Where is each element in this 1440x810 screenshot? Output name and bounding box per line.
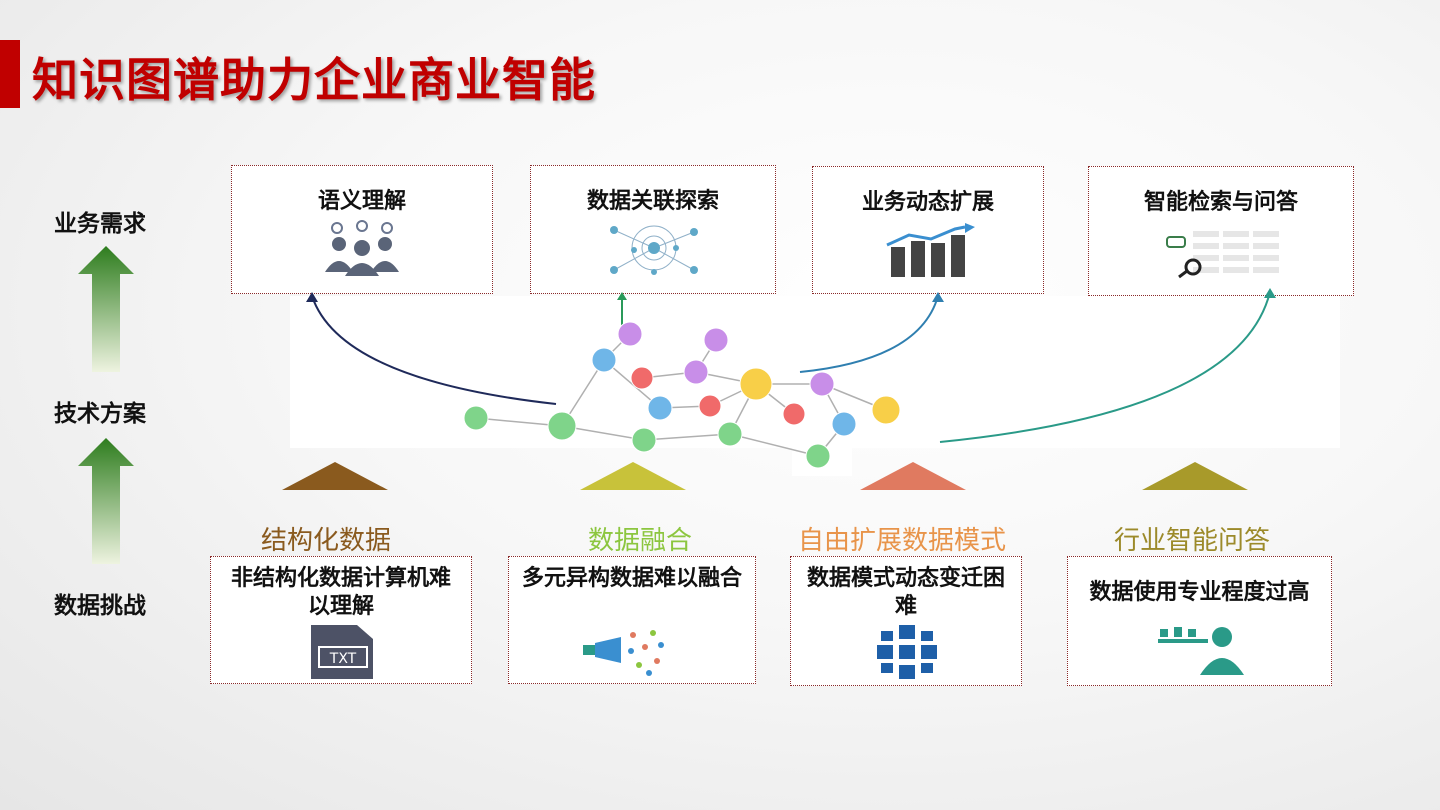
challenge-box-unstructured: 非结构化数据计算机难以理解 TXT [210,556,472,684]
up-arrow-icon [860,462,966,490]
challenge-label: 数据使用专业程度过高 [1089,580,1310,605]
title-accent-bar [0,40,20,108]
page-title: 知识图谱助力企业商业智能 [32,53,596,107]
challenge-label: 非结构化数据计算机难以理解 [230,566,451,619]
category-label-fusion: 数据融合 [587,526,692,556]
need-box-association: 数据关联探索 [530,165,776,294]
up-arrow-icon [580,462,686,490]
network-graph-icon [594,220,714,284]
category-label-structured: 结构化数据 [260,526,391,556]
txt-file-icon: TXT [283,621,401,683]
growth-bar-chart-icon [869,223,987,279]
up-arrow-icon [78,438,134,564]
challenge-box-professional: 数据使用专业程度过高 [1067,556,1332,686]
need-label: 语义理解 [317,189,406,214]
need-box-semantic: 语义理解 [231,165,493,294]
row-label-challenge: 数据挑战 [54,593,146,619]
challenge-label: 数据模式动态变迁困难 [806,566,1005,619]
cube-network-icon [851,621,963,683]
svg-text:TXT: TXT [329,651,357,667]
need-label: 数据关联探索 [586,189,719,214]
category-label-qa: 行业智能问答 [1113,526,1270,556]
row-label-technical: 技术方案 [54,401,146,427]
need-label: 业务动态扩展 [861,190,994,215]
megaphone-icon [563,621,703,681]
people-lightbulb-icon [307,220,417,278]
search-qa-icon [1153,223,1291,287]
category-label-schema: 自由扩展数据模式 [797,526,1006,556]
professional-user-icon [1144,619,1256,677]
up-arrow-icon [78,246,134,372]
need-label: 智能检索与问答 [1143,190,1298,215]
challenge-box-schema: 数据模式动态变迁困难 [790,556,1022,686]
row-label-business: 业务需求 [54,211,146,237]
up-arrow-icon [282,462,388,490]
need-box-expansion: 业务动态扩展 [812,166,1044,294]
need-box-qa: 智能检索与问答 [1088,166,1354,296]
challenge-box-heterogeneous: 多元异构数据难以融合 [508,556,756,684]
up-arrow-icon [1142,462,1248,490]
challenge-label: 多元异构数据难以融合 [521,566,742,591]
